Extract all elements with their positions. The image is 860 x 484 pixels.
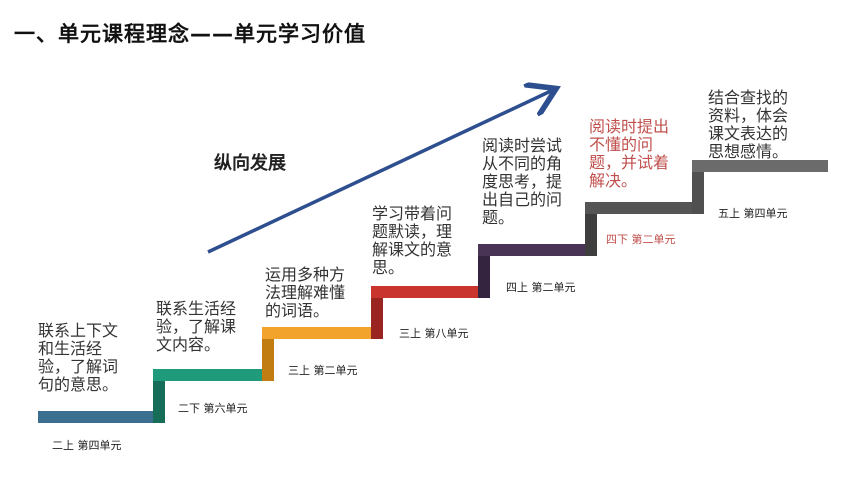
step-2-tread (153, 369, 265, 381)
direction-label: 纵向发展 (214, 153, 286, 174)
step-6-description: 阅读时提出 不懂的问 题，并试着 解决。 (589, 117, 670, 190)
step-4-riser (371, 296, 383, 339)
step-5-description: 阅读时尝试 从不同的角 度思考，提 出自己的问 题。 (482, 136, 563, 227)
step-3-description: 运用多种方 法理解难懂 的词语。 (265, 265, 346, 320)
step-5-unit: 四上 第二单元 (506, 281, 576, 294)
step-7-description: 结合查找的 资料，体会 课文表达的 思想感情。 (708, 88, 789, 161)
page-title: 一、单元课程理念——单元学习价值 (14, 22, 366, 46)
step-4-unit: 三上 第八单元 (399, 327, 469, 340)
step-7-tread (692, 160, 828, 172)
step-7-riser (692, 170, 704, 214)
step-5-riser (478, 254, 490, 298)
step-2-riser (153, 380, 165, 423)
step-1-description: 联系上下文 和生活经 验，了解词 句的意思。 (38, 321, 119, 394)
step-3-unit: 三上 第二单元 (288, 364, 358, 377)
development-arrow (207, 90, 553, 254)
step-2-description: 联系生活经 验，了解课 文内容。 (156, 299, 237, 354)
step-6-tread (585, 202, 695, 214)
step-3-riser (262, 337, 274, 381)
step-4-tread (371, 286, 483, 298)
step-1-unit: 二上 第四单元 (52, 439, 122, 452)
step-6-unit: 四下 第二单元 (606, 233, 676, 246)
step-3-tread (262, 327, 374, 339)
step-5-tread (478, 244, 588, 256)
step-7-unit: 五上 第四单元 (718, 207, 788, 220)
step-4-description: 学习带着问 题默读，理 解课文的意 思。 (372, 204, 453, 277)
step-2-unit: 二下 第六单元 (178, 402, 248, 415)
step-6-riser (585, 212, 597, 256)
step-1-tread (38, 411, 156, 423)
